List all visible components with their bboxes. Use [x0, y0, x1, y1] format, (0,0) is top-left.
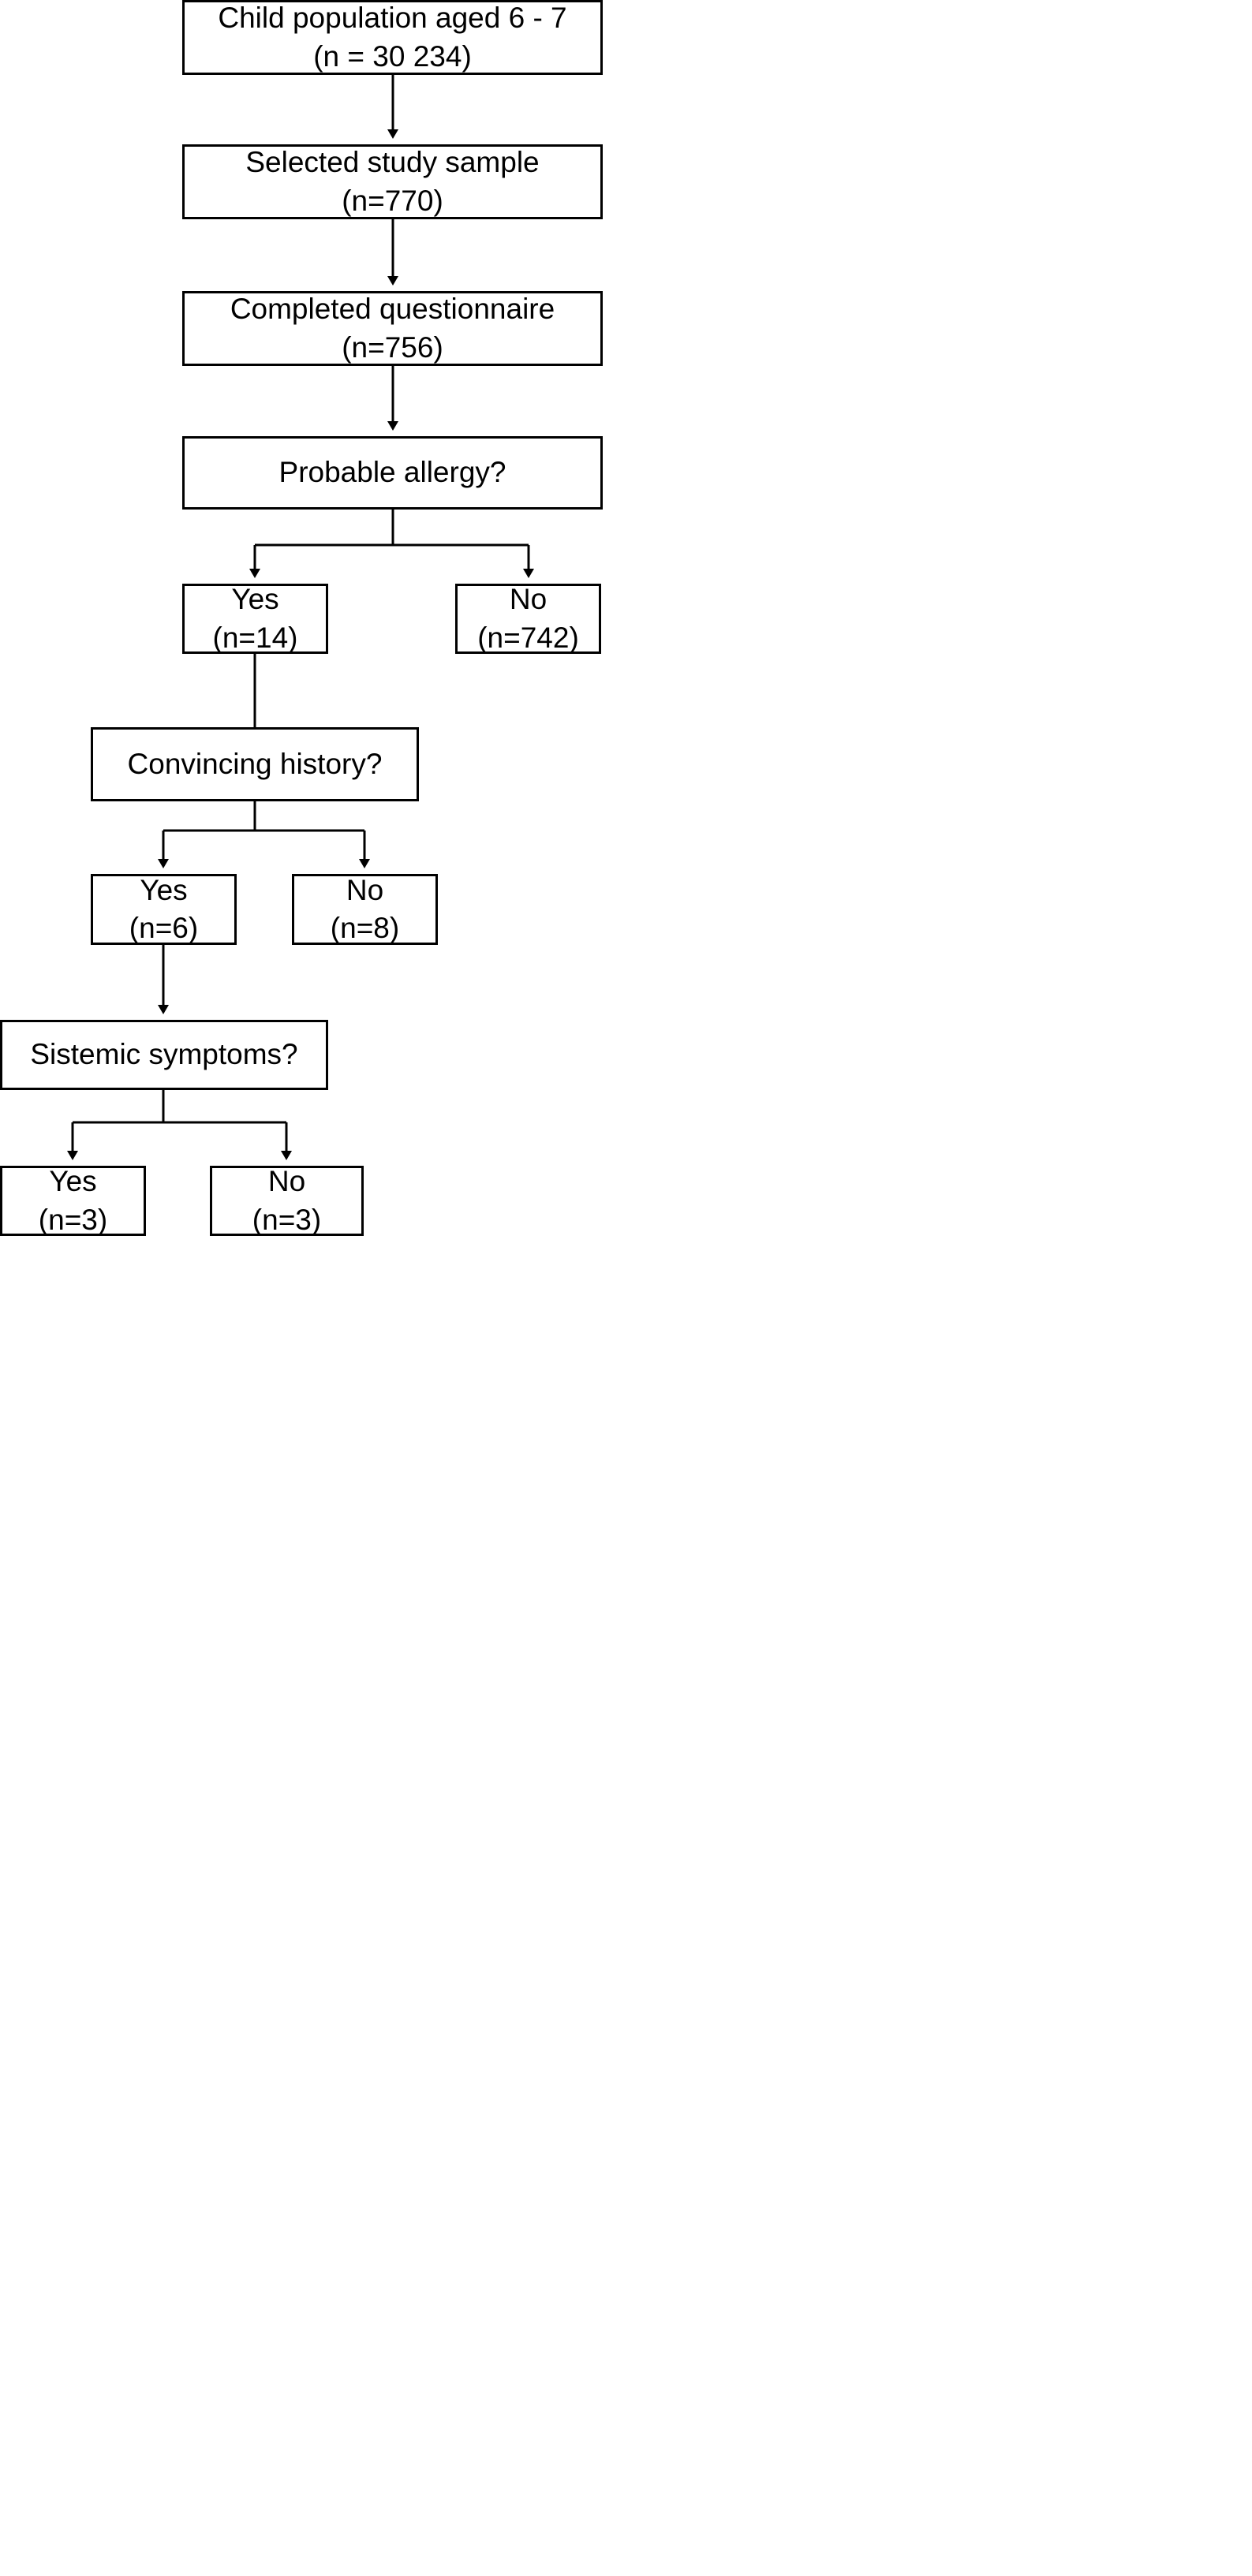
- node-sistemic-symptoms-title: Sistemic symptoms?: [30, 1038, 298, 1071]
- node-probable-allergy-no-count: (n=742): [477, 621, 579, 654]
- node-selected-study-sample: Selected study sample (n=770): [182, 144, 603, 219]
- node-completed-questionnaire-count: (n=756): [342, 330, 443, 364]
- node-probable-allergy-yes: Yes (n=14): [182, 583, 328, 654]
- node-sistemic-symptoms-no-count: (n=3): [252, 1203, 322, 1236]
- node-sistemic-symptoms-no: No (n=3): [210, 1165, 364, 1236]
- node-convincing-history-no: No (n=8): [292, 874, 438, 945]
- node-sistemic-symptoms-yes-label: Yes: [49, 1165, 97, 1198]
- node-probable-allergy-no-label: No: [509, 583, 548, 616]
- node-sistemic-symptoms: Sistemic symptoms?: [0, 1020, 328, 1090]
- node-child-population-count: (n = 30 234): [313, 39, 472, 73]
- node-convincing-history-no-count: (n=8): [330, 912, 400, 944]
- node-probable-allergy-yes-count: (n=14): [212, 621, 298, 654]
- node-probable-allergy: Probable allergy?: [182, 436, 603, 510]
- node-convincing-history-yes: Yes (n=6): [91, 874, 237, 945]
- node-completed-questionnaire: Completed questionnaire (n=756): [182, 291, 603, 366]
- node-sistemic-symptoms-yes: Yes (n=3): [0, 1165, 146, 1236]
- node-probable-allergy-no: No (n=742): [455, 583, 601, 654]
- node-convincing-history-yes-label: Yes: [140, 873, 188, 906]
- node-child-population-title: Child population aged 6 - 7: [218, 2, 567, 35]
- node-sistemic-symptoms-yes-count: (n=3): [38, 1203, 108, 1236]
- node-probable-allergy-title: Probable allergy?: [278, 456, 506, 489]
- node-convincing-history-no-label: No: [346, 873, 384, 906]
- node-convincing-history-yes-count: (n=6): [129, 912, 199, 944]
- node-convincing-history: Convincing history?: [91, 727, 419, 801]
- node-selected-study-sample-count: (n=770): [342, 184, 443, 217]
- node-sistemic-symptoms-no-label: No: [267, 1165, 306, 1198]
- node-convincing-history-title: Convincing history?: [127, 747, 383, 780]
- node-completed-questionnaire-title: Completed questionnaire: [230, 293, 555, 326]
- node-probable-allergy-yes-label: Yes: [231, 583, 279, 616]
- node-selected-study-sample-title: Selected study sample: [245, 146, 540, 179]
- node-child-population: Child population aged 6 - 7 (n = 30 234): [182, 0, 603, 75]
